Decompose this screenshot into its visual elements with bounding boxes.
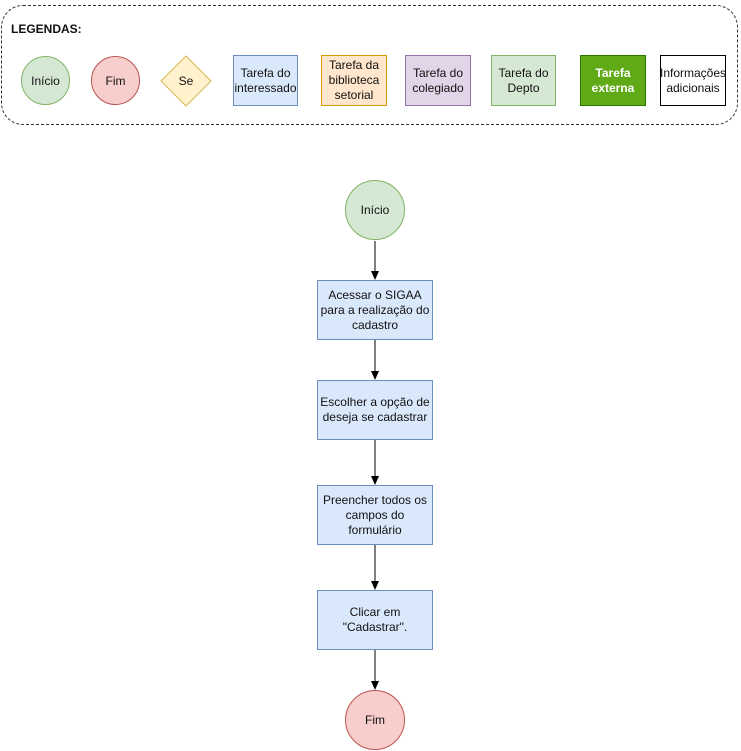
legend-info-adicionais: Informações adicionais — [660, 55, 726, 106]
legend-end-shape: Fim — [91, 56, 140, 105]
legend-task-interessado: Tarefa do interessado — [233, 55, 298, 106]
legend-decision-label: Se — [178, 74, 194, 88]
legend-container — [1, 5, 738, 125]
flow-step-choose-option: Escolher a opção de deseja se cadastrar — [317, 380, 433, 440]
legend-task-biblioteca: Tarefa da biblioteca setorial — [321, 55, 387, 106]
legend-task-depto: Tarefa do Depto — [491, 55, 556, 106]
flow-step-click-register: Clicar em "Cadastrar". — [317, 590, 433, 650]
flow-step-access-sigaa: Acessar o SIGAA para a realização do cad… — [317, 280, 433, 340]
flow-end-node: Fim — [345, 690, 405, 750]
legend-task-colegiado: Tarefa do colegiado — [405, 55, 471, 106]
legend-start-shape: Início — [21, 56, 70, 105]
legend-decision-shape — [160, 55, 212, 107]
flow-step-fill-form: Preencher todos os campos do formulário — [317, 485, 433, 545]
legend-title: LEGENDAS: — [11, 22, 82, 36]
legend-task-externa: Tarefa externa — [580, 55, 646, 106]
flow-start-node: Início — [345, 180, 405, 240]
